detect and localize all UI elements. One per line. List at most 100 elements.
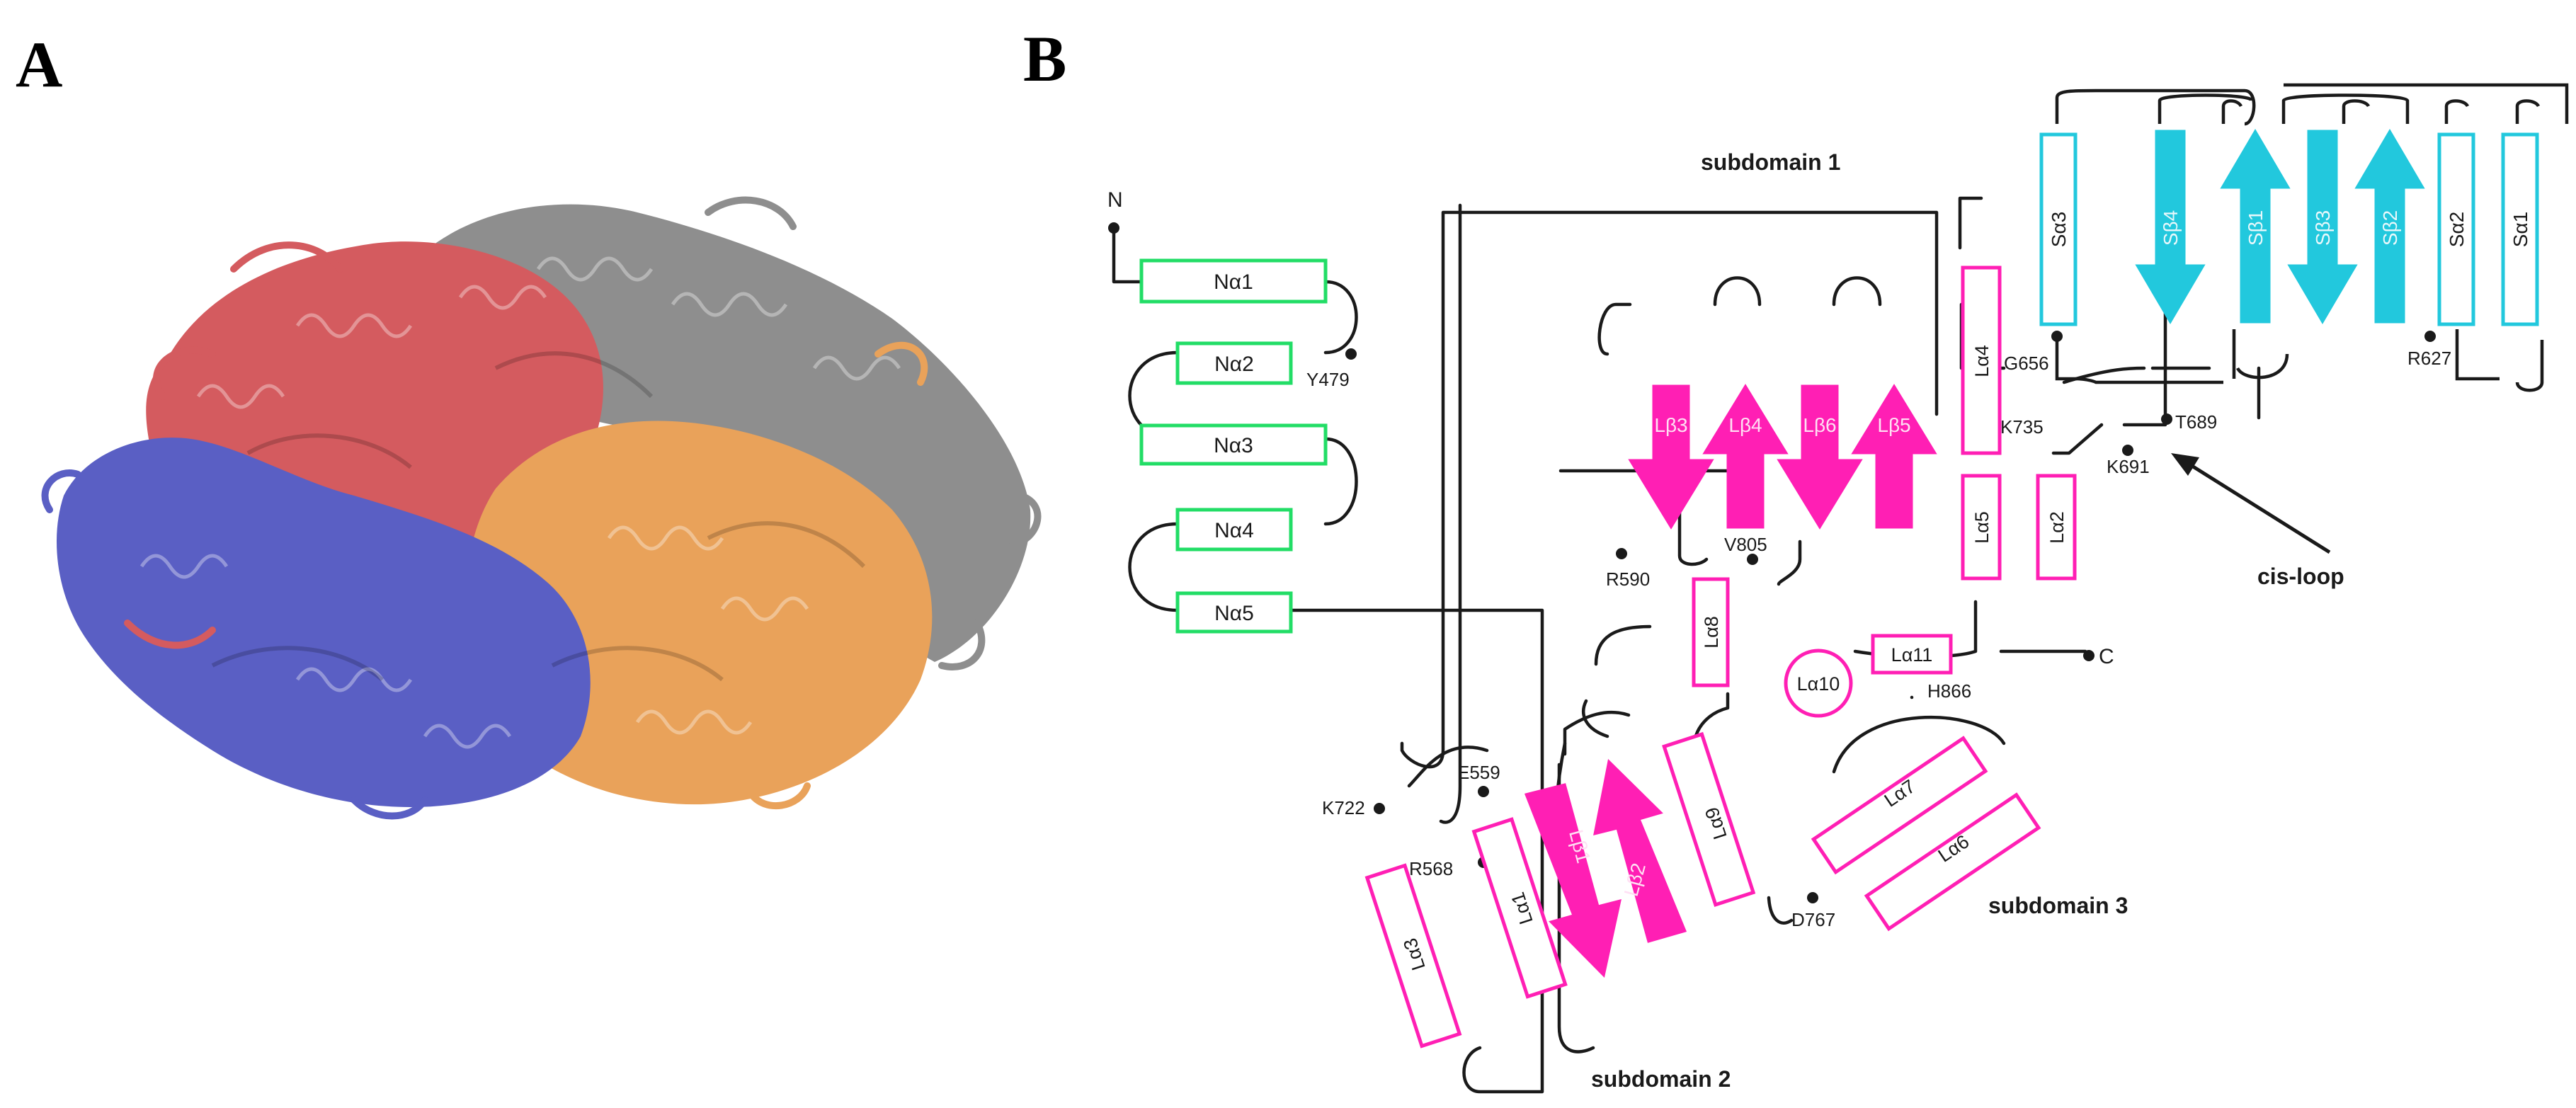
- helix-l-alpha-4: [1961, 265, 2002, 455]
- helix-l-alpha-10: [1784, 649, 1853, 718]
- coil-blue: [41, 469, 428, 820]
- label-l-beta-4: Lβ4: [1728, 414, 1762, 436]
- residue-k691: K691: [2107, 456, 2150, 477]
- cis-loop-callout: cis-loop: [2171, 453, 2344, 589]
- core-strand-labels: Lβ3 Lβ4 Lβ6 Lβ5 Lβ1 Lβ2: [1565, 414, 1911, 898]
- s-domain-strands: [2135, 129, 2425, 324]
- label-l-alpha-8: Lα8: [1701, 616, 1722, 649]
- helix-s-alpha-3: [2039, 132, 2078, 326]
- label-s-beta-3: Sβ3: [2312, 210, 2334, 246]
- helix-s-alpha-2: [2437, 132, 2475, 326]
- marker-y479: [1345, 348, 1357, 360]
- protein-ribbon-structure: [41, 196, 1042, 820]
- label-s-beta-2: Sβ2: [2379, 210, 2401, 246]
- label-n-alpha-3: Nα3: [1214, 434, 1253, 457]
- coil-gray: [705, 196, 1042, 670]
- label-n-alpha-5: Nα5: [1214, 602, 1254, 625]
- label-l-beta-6: Lβ6: [1803, 414, 1836, 436]
- residue-e559: E559: [1457, 762, 1500, 783]
- residue-h866: H866: [1927, 680, 1971, 702]
- helix-l-alpha-8: [1692, 577, 1730, 687]
- residue-r590: R590: [1606, 569, 1650, 590]
- label-l-beta-3: Lβ3: [1654, 414, 1687, 436]
- subdomain-labels: subdomain 1 subdomain 2 subdomain 3: [1591, 149, 2128, 1092]
- helix-l-alpha-5: [1961, 474, 2002, 581]
- label-l-beta-5: Lβ5: [1877, 414, 1910, 436]
- residue-t689: T689: [2175, 411, 2217, 433]
- coil-red: [124, 241, 343, 649]
- helix-l-alpha-11: [1871, 634, 1953, 675]
- label-l-alpha-2: Lα2: [2046, 511, 2068, 544]
- helix-l-alpha-9: [1662, 731, 1756, 908]
- cis-loop-label: cis-loop: [2257, 564, 2344, 589]
- helix-n-alpha-3: [1139, 423, 1328, 466]
- c-terminus-dot: [2083, 650, 2095, 661]
- s-domain-helix-labels: Sα3 Sα2 Sα1: [2048, 212, 2531, 247]
- marker-v805: [1747, 554, 1758, 565]
- residue-k735: K735: [2000, 416, 2044, 438]
- core-helices: [1364, 265, 2077, 1049]
- helix-n-alpha-1: [1139, 258, 1328, 304]
- marker-d767: [1807, 892, 1818, 903]
- residue-k722: K722: [1322, 797, 1365, 818]
- marker-e559: [1478, 786, 1489, 797]
- marker-r627: [2424, 331, 2436, 342]
- strand-l-beta-4: [1702, 384, 1789, 529]
- residue-r568: R568: [1409, 858, 1453, 879]
- helix-n-alpha-5: [1175, 591, 1293, 634]
- strand-l-beta-3: [1628, 384, 1714, 530]
- core-strands: [1524, 384, 1937, 978]
- label-s-beta-1: Sβ1: [2245, 210, 2267, 246]
- label-n-alpha-4: Nα4: [1214, 519, 1254, 542]
- topology-diagram: Nα1 Nα2 Nα3 Nα4 Nα5 Sα3 Sα2 Sα1 Sβ4 Sβ1: [1107, 83, 2569, 1094]
- marker-t689: [2161, 413, 2172, 425]
- label-s-alpha-3: Sα3: [2048, 212, 2070, 247]
- strand-s-beta-3: [2287, 130, 2358, 324]
- marker-r590: [1616, 548, 1627, 559]
- helix-l-alpha-2: [2036, 474, 2077, 581]
- c-terminus-label: C: [2099, 645, 2114, 668]
- n-domain-helices: [1139, 258, 1328, 634]
- coil-orange: [747, 341, 928, 809]
- connecting-loops: [1112, 196, 2261, 1094]
- n-domain-helix-labels: Nα1 Nα2 Nα3 Nα4 Nα5: [1214, 270, 1254, 625]
- label-l-alpha-5: Lα5: [1971, 511, 1993, 544]
- residue-y479: Y479: [1306, 369, 1350, 390]
- strand-l-beta-1: [1524, 783, 1622, 978]
- subdomain-2-label: subdomain 2: [1591, 1066, 1731, 1092]
- label-n-alpha-1: Nα1: [1214, 270, 1253, 294]
- strand-s-beta-4: [2135, 130, 2206, 324]
- strand-l-beta-5: [1851, 384, 1937, 529]
- label-l-alpha-11: Lα11: [1891, 644, 1933, 666]
- panel-label-b: B: [1023, 23, 1066, 95]
- strand-s-beta-1: [2220, 129, 2291, 324]
- strand-l-beta-6: [1777, 384, 1863, 530]
- marker-k722: [1374, 803, 1385, 814]
- s-domain-outline: [2055, 83, 2569, 392]
- marker-g656: [2051, 331, 2063, 342]
- helix-n-alpha-2: [1175, 341, 1293, 385]
- helix-l-alpha-1: [1471, 817, 1568, 999]
- s-domain-helices: [2039, 132, 2539, 326]
- residue-g656: G656: [2004, 353, 2049, 374]
- label-l-alpha-4: Lα4: [1971, 345, 1993, 377]
- panel-label-a: A: [16, 28, 62, 101]
- cis-loop-arrow-line: [2184, 459, 2331, 554]
- helix-n-alpha-4: [1175, 508, 1293, 552]
- residue-labels: Y479 G656 R627 T689 K691 K735 V805 R590 …: [1306, 348, 2451, 930]
- helix-l-alpha-7: [1811, 736, 1988, 875]
- n-terminus-label: N: [1107, 188, 1123, 212]
- s-domain-strand-labels: Sβ4 Sβ1 Sβ3 Sβ2: [2160, 210, 2401, 246]
- label-n-alpha-2: Nα2: [1214, 353, 1254, 376]
- label-l-alpha-10: Lα10: [1797, 673, 1840, 695]
- residue-r627: R627: [2407, 348, 2451, 369]
- helix-l-alpha-6: [1864, 792, 2041, 932]
- strand-s-beta-2: [2354, 129, 2425, 324]
- helix-s-alpha-1: [2501, 132, 2539, 326]
- marker-k691: [2122, 445, 2133, 456]
- label-s-alpha-1: Sα1: [2509, 212, 2531, 247]
- n-terminus-dot: [1108, 222, 1119, 234]
- residue-markers: [1108, 222, 2436, 903]
- label-s-alpha-2: Sα2: [2446, 212, 2468, 247]
